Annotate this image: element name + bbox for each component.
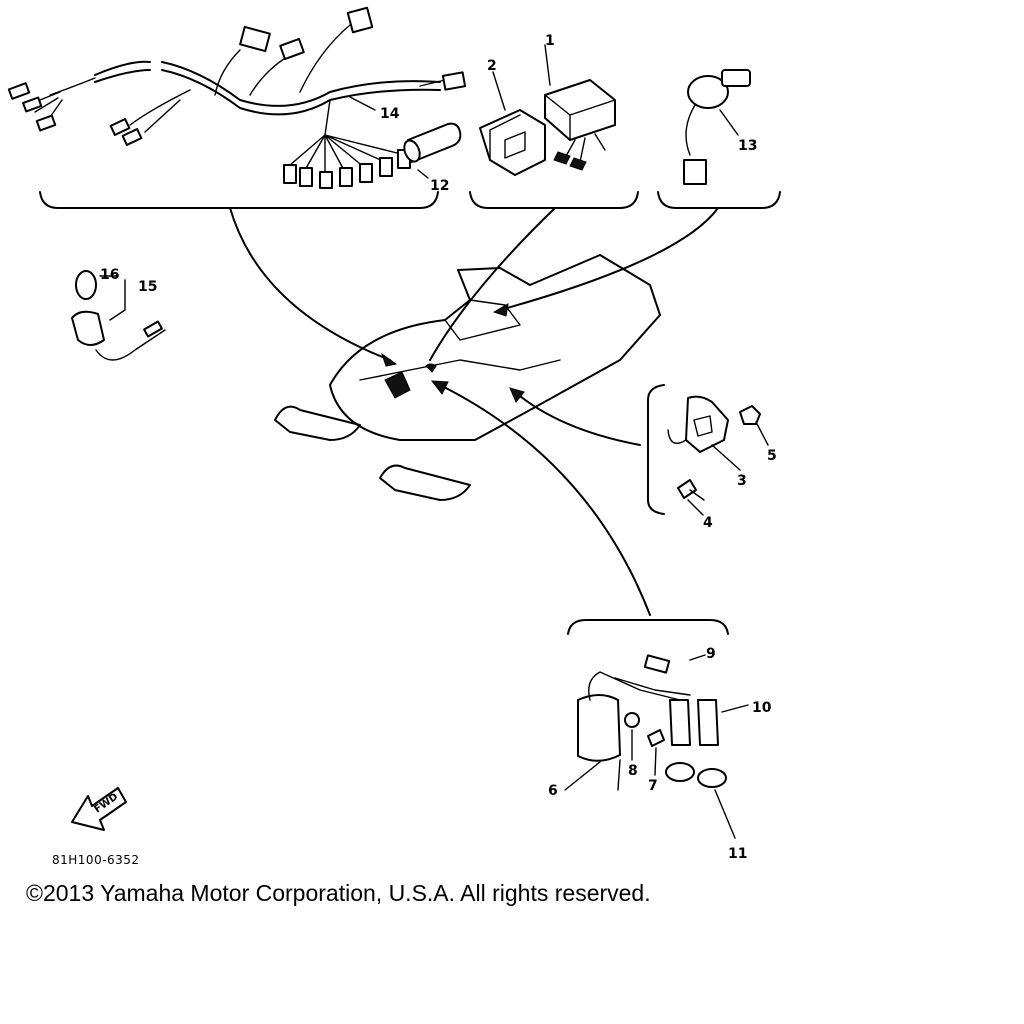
nut-8: [624, 712, 640, 728]
diagram-code: 81H100-6352: [52, 853, 140, 867]
screw-7: [647, 729, 665, 747]
harness-branch-wires: [289, 99, 406, 176]
snowmobile-body: [274, 254, 661, 501]
callout-6: 6: [548, 783, 558, 799]
callout-13: 13: [738, 138, 757, 154]
switch-group-bracket: [657, 191, 781, 209]
cdi-unit-group: [469, 44, 639, 209]
cdi-mount-location: [384, 371, 411, 399]
cdi-group-bracket: [469, 191, 639, 209]
regulator-group: [647, 384, 769, 516]
main-switch-group: [657, 69, 781, 209]
main-switch-13: [687, 75, 729, 109]
left-ski: [274, 405, 361, 441]
wire-harness-group: [7, 6, 467, 209]
cdi-unit-1: [544, 79, 616, 141]
bulb-socket-group: [71, 270, 166, 361]
callout-7: 7: [648, 778, 658, 794]
harness-main-trunk: [94, 60, 441, 107]
cap-11a: [665, 762, 695, 782]
harness-group-bracket: [39, 191, 439, 209]
harness-connector-top: [239, 25, 271, 53]
windshield: [444, 299, 521, 341]
fwd-arrow: FWD: [71, 787, 127, 831]
callout-15: 15: [138, 279, 157, 295]
callout-9: 9: [706, 646, 716, 662]
callout-leaders-top: [492, 44, 551, 111]
group-leader-lines: [229, 207, 719, 616]
callout-10: 10: [752, 700, 772, 716]
plug-cap-10b: [697, 699, 719, 746]
bolt-4: [677, 479, 697, 499]
plug-cap-10a: [669, 699, 691, 746]
callout-labels: 1 2 3 4 5 6 7 8 9 10 11 12 13 14 15 16: [100, 33, 777, 862]
ignition-coil-6: [577, 694, 621, 762]
nut-5: [739, 405, 761, 425]
callout-4: 4: [703, 515, 713, 531]
right-ski: [379, 464, 471, 501]
harness-connector: [7, 82, 31, 100]
copyright-notice: ©2013 Yamaha Motor Corporation, U.S.A. A…: [26, 880, 651, 906]
callout-2: 2: [487, 58, 497, 74]
callout-12: 12: [430, 178, 449, 194]
ignition-group-bracket: [567, 619, 729, 635]
exploded-parts-diagram: FWD 1 2 3 4 5 6 7 8 9 10 11 12 13 14 15 …: [7, 6, 781, 867]
harness-terminal-row: [283, 149, 411, 189]
callout-16: 16: [100, 267, 119, 283]
lead-terminal-9: [643, 654, 671, 674]
callout-11: 11: [728, 846, 747, 862]
spark-plug-lead: [588, 671, 681, 701]
ignition-coil-group: [564, 619, 749, 839]
bulb-socket-15: [71, 310, 105, 346]
callout-14: 14: [380, 106, 400, 122]
callout-3: 3: [737, 473, 747, 489]
fwd-arrow-icon: [71, 787, 127, 831]
cap-11b: [697, 768, 727, 788]
bulb-16: [75, 270, 97, 300]
callout-5: 5: [767, 448, 777, 464]
harness-protector-12: [403, 122, 462, 163]
callout-8: 8: [628, 763, 638, 779]
switch-connector: [683, 159, 707, 185]
callout-1: 1: [545, 33, 555, 49]
regulator-3: [685, 395, 729, 453]
regulator-group-bracket: [647, 384, 665, 515]
